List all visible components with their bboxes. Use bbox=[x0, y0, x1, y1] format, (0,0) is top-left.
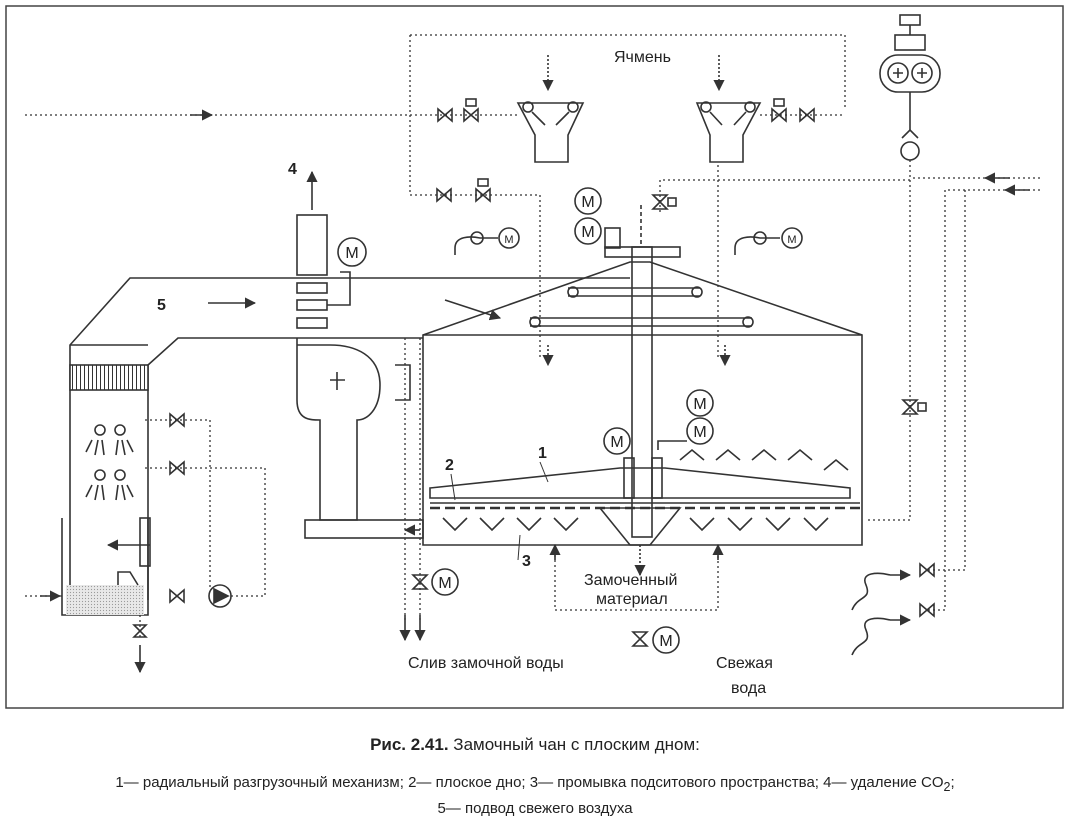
soaked-material-label-1: Замоченный bbox=[584, 572, 677, 589]
figure-caption: Рис. 2.41. Замочный чан с плоским дном: bbox=[0, 735, 1070, 755]
barley-hopper-right bbox=[695, 101, 762, 163]
motor-icon bbox=[574, 187, 602, 215]
coupling-icon bbox=[454, 227, 803, 255]
callout-5: 5 bbox=[157, 297, 166, 314]
motor-icon bbox=[431, 568, 459, 596]
radial-unloader bbox=[429, 467, 851, 499]
fresh-water-label-2: вода bbox=[731, 680, 766, 697]
callout-3: 3 bbox=[522, 553, 531, 570]
legend-suffix: ; bbox=[950, 774, 955, 791]
valve-icon[interactable] bbox=[771, 98, 787, 123]
valve-icon[interactable] bbox=[919, 602, 935, 618]
motor-label: M bbox=[581, 224, 594, 241]
motor-icon bbox=[686, 389, 714, 417]
motor-icon bbox=[337, 237, 367, 267]
blower-icon bbox=[879, 14, 941, 161]
valve-icon[interactable] bbox=[436, 187, 452, 203]
diagram-frame bbox=[5, 5, 1064, 709]
valve-icon[interactable] bbox=[169, 460, 185, 476]
valve-icon[interactable] bbox=[631, 631, 649, 647]
motor-label: M bbox=[504, 234, 513, 246]
figure-title: Замочный чан с плоским дном: bbox=[448, 735, 700, 754]
callout-4: 4 bbox=[288, 161, 297, 178]
motor-icon bbox=[686, 417, 714, 445]
valve-icon[interactable] bbox=[132, 624, 148, 638]
figure-legend: 1— радиальный разгрузочный механизм; 2— … bbox=[0, 772, 1070, 819]
valve-icon[interactable] bbox=[411, 574, 429, 590]
motor-label: M bbox=[438, 575, 451, 592]
drain-label: Слив замочной воды bbox=[408, 655, 564, 672]
motor-label: M bbox=[787, 234, 796, 246]
legend-line-1: 1— радиальный разгрузочный механизм; 2— … bbox=[115, 774, 944, 791]
barley-supply-lines bbox=[25, 34, 846, 360]
legend-line-2: 5— подвод свежего воздуха bbox=[437, 800, 633, 817]
steeping-tank bbox=[422, 205, 863, 577]
motor-label: M bbox=[659, 633, 672, 650]
air-duct bbox=[61, 277, 630, 616]
valve-icon[interactable] bbox=[169, 412, 185, 428]
motor-label: M bbox=[693, 424, 706, 441]
valve-icon[interactable] bbox=[463, 98, 479, 123]
legend-subscript: 2 bbox=[943, 780, 951, 794]
motor-icon bbox=[574, 217, 602, 245]
valve-icon[interactable] bbox=[475, 178, 491, 203]
valve-icon[interactable] bbox=[651, 194, 677, 210]
soaked-material-label-2: материал bbox=[596, 591, 668, 608]
motor-label: M bbox=[693, 396, 706, 413]
fresh-water-inlet-2 bbox=[851, 617, 891, 656]
exhaust-stack bbox=[296, 214, 424, 539]
callout-1: 1 bbox=[538, 445, 547, 462]
barley-hopper-left bbox=[516, 101, 585, 163]
motor-icon bbox=[603, 427, 631, 455]
valve-icon[interactable] bbox=[901, 399, 927, 415]
barley-label: Ячмень bbox=[614, 49, 671, 66]
motor-label: M bbox=[610, 434, 623, 451]
fresh-water-inlet-1 bbox=[851, 572, 891, 611]
motor-label: M bbox=[345, 245, 358, 262]
valve-icon[interactable] bbox=[919, 562, 935, 578]
pump-icon bbox=[208, 584, 232, 608]
fresh-water-label-1: Свежая bbox=[716, 655, 773, 672]
valve-icon[interactable] bbox=[799, 107, 815, 123]
motor-icon bbox=[652, 626, 680, 654]
figure-number: Рис. 2.41. bbox=[370, 735, 449, 754]
motor-label: M bbox=[581, 194, 594, 211]
callout-2: 2 bbox=[445, 457, 454, 474]
valve-icon[interactable] bbox=[437, 107, 453, 123]
valve-icon[interactable] bbox=[169, 588, 185, 604]
